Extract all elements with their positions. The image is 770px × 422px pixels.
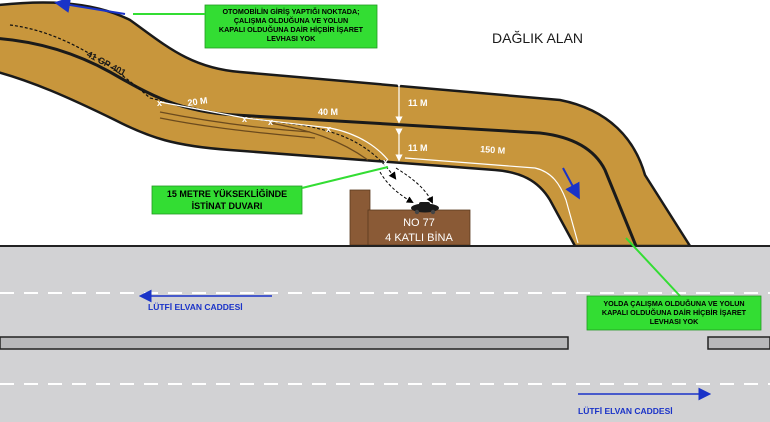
- road-work-note-line-1: YOLDA ÇALIŞMA OLDUĞUNA VE YOLUN: [603, 299, 744, 308]
- road-work-note-line-3: LEVHASI YOK: [650, 317, 699, 326]
- entry-note-box: [204, 4, 378, 49]
- measure-line: [159, 101, 389, 161]
- road-outline-outer: [0, 1, 693, 248]
- direction-arrow-top: [54, 0, 126, 15]
- skid-mark-2: [159, 117, 316, 139]
- mountain-road: [0, 1, 693, 248]
- height-label-bottom: 11 M: [408, 143, 428, 153]
- mark-3: x: [268, 117, 273, 127]
- skid-mark-3: [269, 122, 369, 161]
- distance-150m: 150 M: [480, 144, 506, 156]
- road-work-note-box: [586, 295, 762, 331]
- wall-note-pointer: [301, 166, 389, 189]
- street-surface: [0, 246, 770, 422]
- entry-note-line-2: ÇALIŞMA OLDUĞUNA VE YOLUN: [234, 16, 348, 25]
- road-center-line: [0, 37, 638, 247]
- median-right: [707, 336, 770, 350]
- wall-note-line-1: 15 METRE YÜKSEKLİĞİNDE: [167, 188, 287, 199]
- fall-arrow-2: [395, 167, 433, 204]
- car-icon: [411, 202, 439, 215]
- distance-20m: 20 M: [187, 95, 208, 108]
- direction-arrow-right: [562, 167, 580, 200]
- street-name-upper: LÜTFİ ELVAN CADDESİ: [148, 302, 243, 312]
- mark-5: x: [383, 157, 388, 167]
- mark-4: x: [326, 124, 331, 134]
- mark-1: x: [157, 98, 162, 108]
- building-number: NO 77: [403, 217, 435, 229]
- entry-note-line-1: OTOMOBİLİN GİRİŞ YAPTIĞI NOKTADA;: [222, 7, 359, 16]
- entry-note-line-4: LEVHASI YOK: [267, 34, 316, 43]
- entry-note-line-3: KAPALI OLDUĞUNA DAİR HİÇBİR İŞARET: [219, 25, 364, 34]
- wall-note-box: [151, 185, 303, 215]
- wall-note: 15 METRE YÜKSEKLİĞİNDE İSTİNAT DUVARI: [151, 166, 389, 215]
- mark-2: x: [242, 114, 247, 124]
- median-left: [0, 336, 569, 350]
- fall-arrow-1: [379, 171, 414, 204]
- area-label: DAĞLIK ALAN: [492, 30, 583, 46]
- road-work-note: YOLDA ÇALIŞMA OLDUĞUNA VE YOLUN KAPALI O…: [586, 237, 762, 331]
- road-work-pointer: [625, 237, 681, 297]
- height-label-top: 11 M: [408, 98, 428, 108]
- height-marker-bottom: 11 M: [395, 128, 428, 162]
- wall-note-line-2: İSTİNAT DUVARI: [192, 201, 263, 211]
- building-body: [367, 209, 471, 246]
- skid-mark-1: [159, 111, 311, 133]
- vehicle-path: x x x x x: [9, 24, 579, 244]
- entry-note: OTOMOBİLİN GİRİŞ YAPTIĞI NOKTADA; ÇALIŞM…: [133, 4, 378, 49]
- height-marker-top: 11 M: [395, 80, 428, 124]
- building-floors: 4 KATLI BİNA: [385, 231, 453, 244]
- path-dashed-top: [9, 24, 151, 99]
- road-work-note-line-2: KAPALI OLDUĞUNA DAİR HİÇBİR İŞARET: [602, 308, 747, 317]
- street: LÜTFİ ELVAN CADDESİ LÜTFİ ELVAN CADDESİ: [0, 245, 770, 422]
- street-name-lower: LÜTFİ ELVAN CADDESİ: [578, 406, 673, 416]
- measure-line-150: [404, 157, 579, 244]
- distance-40m: 40 M: [318, 107, 338, 117]
- building: NO 77 4 KATLI BİNA: [349, 189, 471, 246]
- retaining-wall: [349, 189, 371, 246]
